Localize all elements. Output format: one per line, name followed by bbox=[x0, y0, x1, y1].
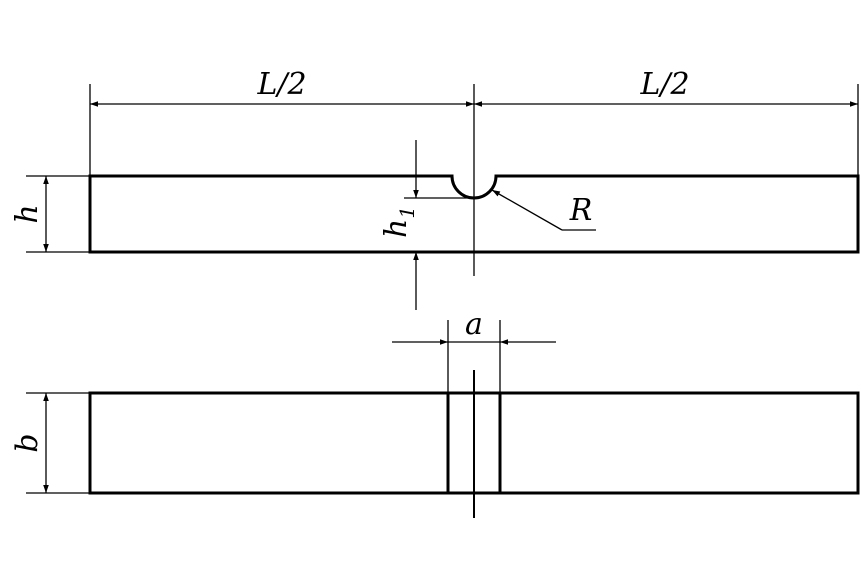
label-h: h bbox=[10, 204, 45, 223]
notch-depth-dimension: h1 bbox=[379, 140, 474, 310]
label-l-half-left: L/2 bbox=[256, 67, 306, 102]
label-h1-subscript: 1 bbox=[395, 206, 419, 219]
label-l-half-right: L/2 bbox=[639, 67, 689, 102]
label-h1: h1 bbox=[379, 206, 419, 238]
label-a: a bbox=[465, 307, 483, 342]
width-dimension: b bbox=[10, 392, 90, 494]
notch-width-dimension: a bbox=[392, 307, 556, 393]
label-r: R bbox=[569, 193, 593, 228]
beam-outline bbox=[88, 174, 860, 254]
top-view bbox=[88, 370, 860, 518]
label-b: b bbox=[10, 433, 45, 452]
radius-leader-line bbox=[491, 189, 563, 231]
height-dimension: h bbox=[10, 175, 90, 253]
length-dimension: L/2 L/2 bbox=[89, 67, 859, 176]
radius-callout: R bbox=[491, 189, 596, 231]
label-h1-main: h bbox=[379, 219, 414, 238]
